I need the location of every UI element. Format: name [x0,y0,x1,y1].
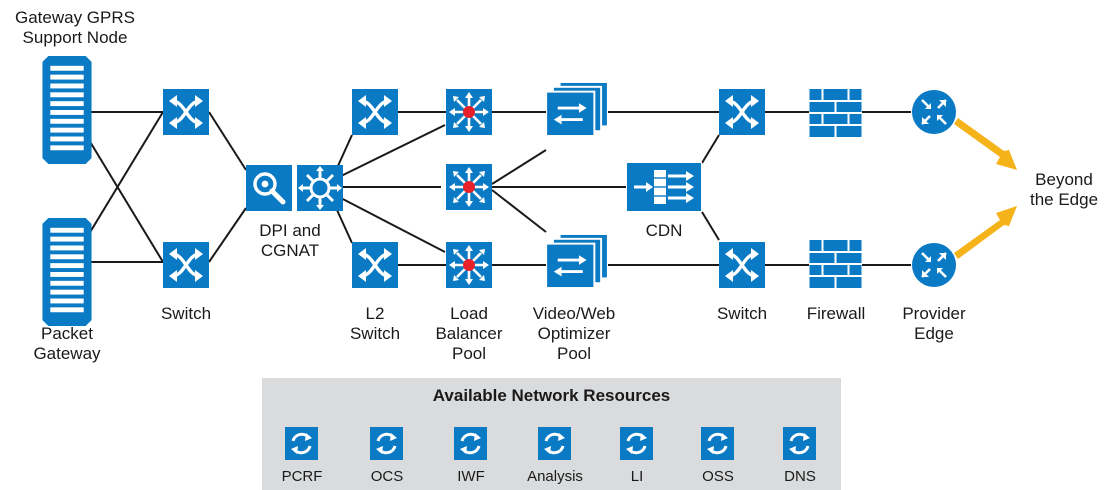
load-balancer-middle-icon [446,164,492,210]
resource-label-iwf: IWF [457,468,485,485]
dns-refresh-icon [783,427,816,460]
firewall-bottom-icon [809,240,862,288]
firewall-top-icon [809,89,862,137]
l2-switch-top-icon [352,89,398,135]
switch-bottom-right-icon [719,242,765,288]
ggsn-server-icon [42,56,92,164]
magnifier-icon [246,165,292,211]
cdn-icon [626,162,702,212]
router-bottom-icon [911,242,957,288]
connection-lines [71,111,911,266]
packet-gateway-label: Packet Gateway [33,324,101,363]
li-refresh-icon [620,427,653,460]
pcrf-refresh-icon [285,427,318,460]
beyond-edge-arrows [954,118,1017,259]
resources-panel: Available Network Resources PCRF OCS IWF… [262,378,841,490]
dpi-cgnat-label: DPI and CGNAT [259,221,321,260]
load-balancer-bottom-icon [446,242,492,288]
ocs-refresh-icon [370,427,403,460]
switch-bottom-left-icon [163,242,209,288]
l2-switch-label: L2 Switch [349,304,401,343]
load-balancer-top-icon [446,89,492,135]
resource-label-analysis: Analysis [527,468,583,485]
switch-right-label: Switch [716,304,768,323]
oss-refresh-icon [701,427,734,460]
beyond-edge-label: Beyond the Edge [1029,170,1099,209]
resource-label-li: LI [630,468,644,485]
optimizer-stack-bottom-icon [546,234,608,288]
resource-label-pcrf: PCRF [281,468,323,485]
resource-label-ocs: OCS [370,468,404,485]
ggsn-label: Gateway GPRS Support Node [15,8,135,47]
resources-title: Available Network Resources [432,386,671,405]
gear-hub-icon [297,165,343,211]
switch-top-right-icon [719,89,765,135]
cdn-label: CDN [645,221,683,240]
load-balancer-label: Load Balancer Pool [435,304,503,363]
switch-left-label: Switch [160,304,212,323]
resource-label-oss: OSS [702,468,734,485]
iwf-refresh-icon [454,427,487,460]
optimizer-label: Video/Web Optimizer Pool [532,304,616,363]
switch-top-left-icon [163,89,209,135]
firewall-label: Firewall [806,304,866,323]
optimizer-stack-top-icon [546,82,608,136]
analysis-refresh-icon [538,427,571,460]
provider-edge-label: Provider Edge [902,304,966,343]
packet-gateway-server-icon [42,218,92,326]
l2-switch-bottom-icon [352,242,398,288]
router-top-icon [911,89,957,135]
resource-label-dns: DNS [784,468,816,485]
